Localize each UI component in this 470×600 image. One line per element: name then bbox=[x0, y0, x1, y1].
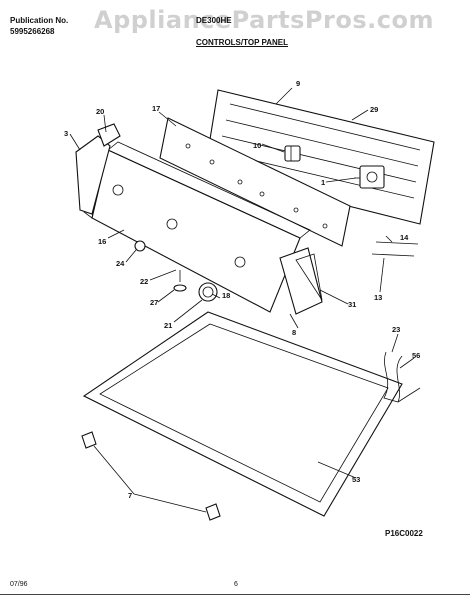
callout-29: 29 bbox=[370, 105, 378, 114]
callout-16: 16 bbox=[98, 237, 106, 246]
publication-code: 5995266268 bbox=[10, 27, 55, 36]
callout-labels: 9 29 17 20 3 10 1 16 24 14 13 22 27 18 2… bbox=[64, 79, 420, 500]
control-bracket bbox=[159, 117, 351, 247]
callout-18: 18 bbox=[222, 291, 230, 300]
control-knob bbox=[198, 282, 218, 302]
callout-31: 31 bbox=[348, 300, 356, 309]
callout-14: 14 bbox=[400, 233, 409, 242]
callout-9: 9 bbox=[296, 79, 300, 88]
watermark: AppliancePartsPros.com bbox=[94, 6, 434, 34]
hinge-clips bbox=[81, 431, 221, 521]
figure-code: P16C0022 bbox=[385, 529, 423, 538]
left-end-cap bbox=[75, 123, 121, 215]
page-number: 6 bbox=[234, 581, 238, 588]
model-number: DE300HE bbox=[196, 16, 232, 25]
callout-20: 20 bbox=[96, 107, 104, 116]
callout-1: 1 bbox=[321, 178, 325, 187]
callout-13: 13 bbox=[374, 293, 382, 302]
wire-lead bbox=[383, 351, 421, 403]
callout-10: 10 bbox=[253, 141, 261, 150]
callout-21: 21 bbox=[164, 321, 172, 330]
footer-rule bbox=[0, 594, 470, 595]
knob-bushing bbox=[134, 240, 146, 252]
callout-27: 27 bbox=[150, 298, 158, 307]
footer-date: 07/96 bbox=[10, 581, 28, 588]
right-end-cap bbox=[279, 247, 323, 315]
callout-17: 17 bbox=[152, 104, 160, 113]
switch-part bbox=[284, 145, 301, 162]
callout-53: 53 bbox=[352, 475, 360, 484]
callout-56: 56 bbox=[412, 351, 420, 360]
small-parts bbox=[173, 270, 187, 292]
callout-3: 3 bbox=[64, 129, 68, 138]
leader-lines bbox=[69, 87, 415, 513]
callout-23: 23 bbox=[392, 325, 400, 334]
wire-harness bbox=[371, 241, 419, 257]
callout-24: 24 bbox=[116, 259, 125, 268]
top-panel bbox=[82, 311, 403, 517]
publication-label: Publication No. bbox=[10, 16, 69, 25]
section-title: CONTROLS/TOP PANEL bbox=[196, 38, 289, 47]
callout-7: 7 bbox=[128, 491, 132, 500]
callout-8: 8 bbox=[292, 328, 296, 337]
callout-22: 22 bbox=[140, 277, 148, 286]
